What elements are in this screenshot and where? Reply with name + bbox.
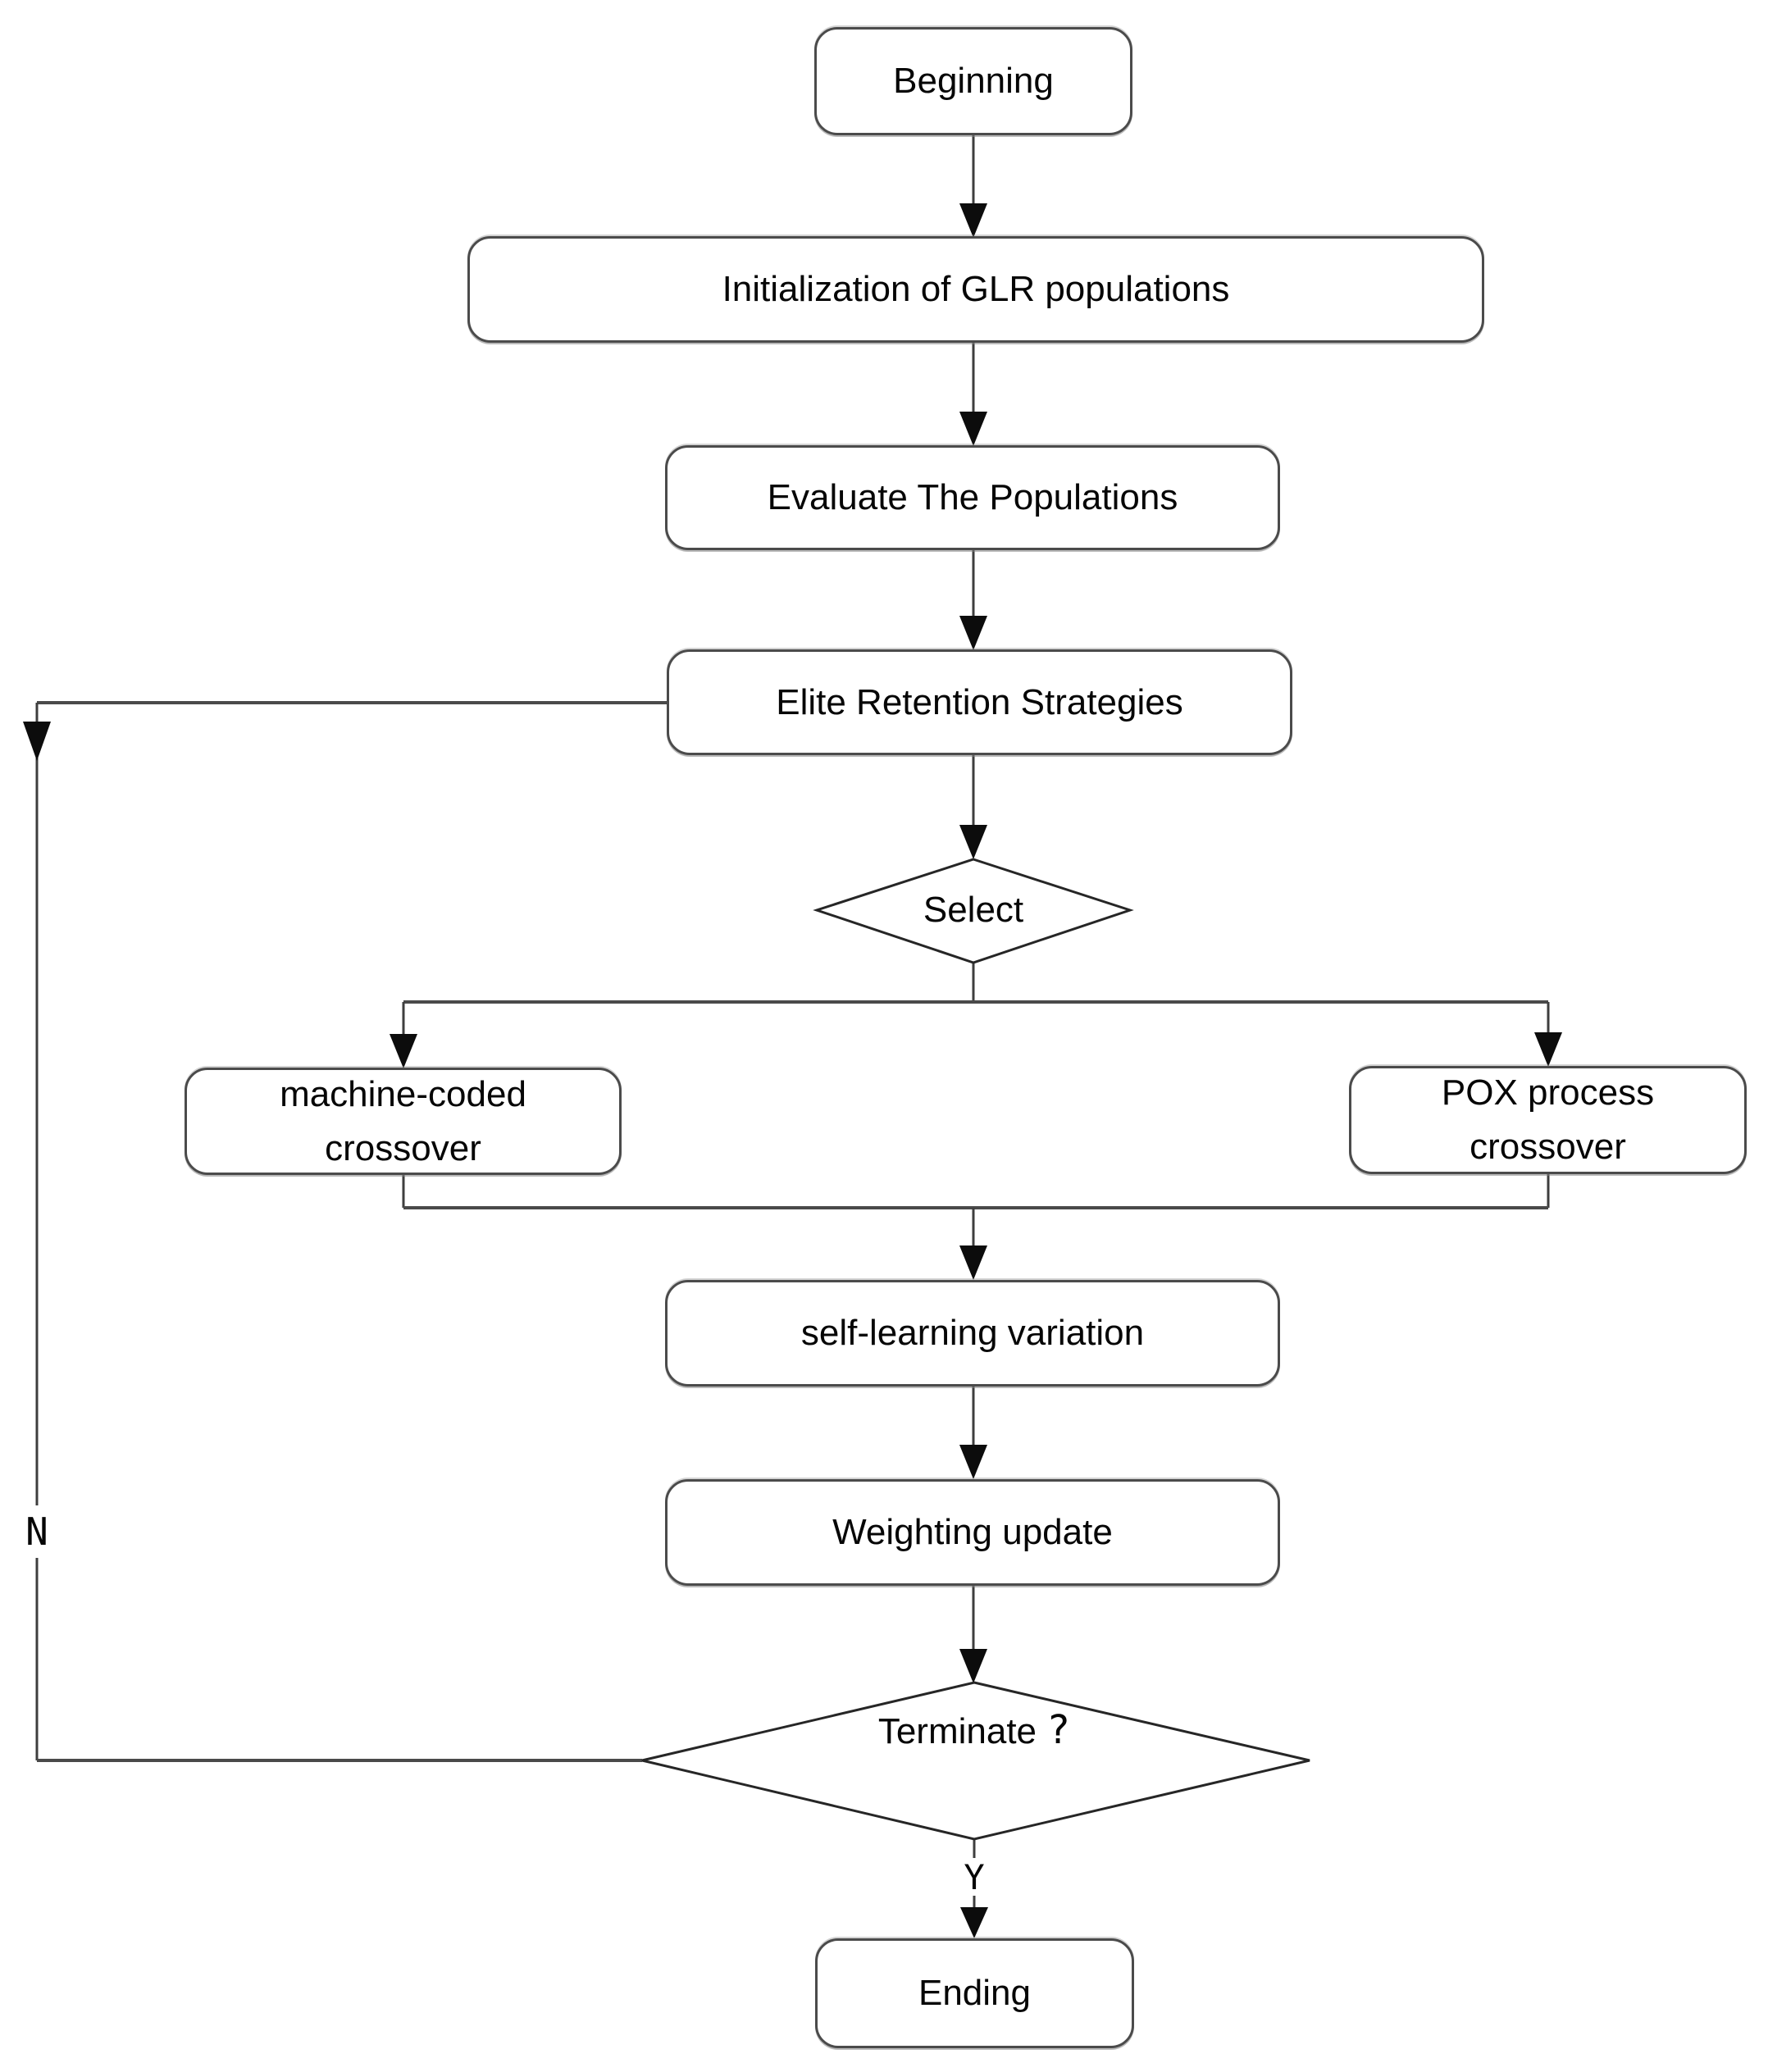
node-weighting: Weighting update — [665, 1479, 1280, 1586]
arrow-beginning-to-initialization — [959, 135, 987, 238]
arrow-elite-to-select — [959, 755, 987, 859]
node-initialization-label: Initialization of GLR populations — [722, 269, 1230, 309]
connector-crossover-merge — [402, 1174, 1550, 1280]
node-machine-crossover: machine-coded crossover — [185, 1068, 622, 1175]
arrow-selflearning-to-weighting — [959, 1387, 987, 1479]
node-pox-crossover-label-line2: crossover — [1470, 1127, 1626, 1167]
node-elite: Elite Retention Strategies — [667, 649, 1292, 755]
node-self-learning-label: self-learning variation — [800, 1313, 1145, 1353]
node-terminate-label-line1: Terminate — [877, 1711, 1037, 1751]
connector-no-loop — [23, 701, 668, 1762]
node-elite-label: Elite Retention Strategies — [776, 681, 1183, 722]
node-pox-crossover-label-line1: POX process — [1441, 1072, 1655, 1113]
node-weighting-label: Weighting update — [832, 1512, 1113, 1552]
node-evaluate-label: Evaluate The Populations — [767, 477, 1178, 517]
edge-label-yes: Y — [964, 1857, 985, 1897]
node-machine-crossover-label-line1: machine-coded — [280, 1073, 526, 1114]
connector-select-branch — [390, 963, 1562, 1068]
node-beginning: Beginning — [814, 27, 1132, 135]
node-beginning-label: Beginning — [893, 61, 1054, 101]
node-terminate-label: Terminate ? — [810, 1707, 1138, 1753]
node-ending: Ending — [815, 1938, 1134, 2048]
node-self-learning: self-learning variation — [665, 1280, 1280, 1387]
node-initialization: Initialization of GLR populations — [467, 236, 1484, 343]
node-select-label: Select — [923, 890, 1024, 930]
edge-label-no: N — [25, 1510, 48, 1554]
arrow-initialization-to-evaluate — [959, 342, 987, 446]
node-ending-label: Ending — [918, 1973, 1031, 2013]
node-terminate-label-line2: ? — [1046, 1707, 1071, 1753]
node-machine-crossover-label-line2: crossover — [325, 1127, 481, 1168]
node-evaluate: Evaluate The Populations — [665, 445, 1280, 550]
arrow-weighting-to-terminate — [959, 1586, 987, 1683]
arrow-terminate-yes-to-ending — [960, 1839, 988, 1938]
node-terminate-shape — [641, 1681, 1310, 1841]
arrow-evaluate-to-elite — [959, 549, 987, 650]
node-select-shape — [813, 858, 1134, 964]
node-pox-crossover: POX process crossover — [1349, 1066, 1747, 1174]
